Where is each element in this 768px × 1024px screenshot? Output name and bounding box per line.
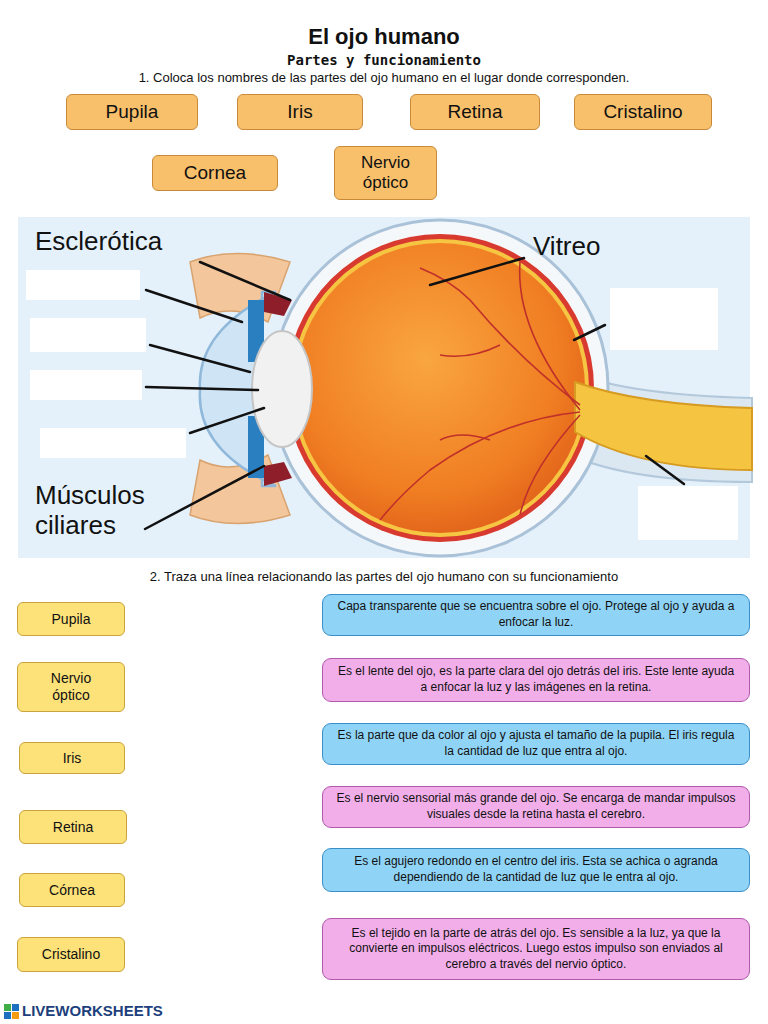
word-bank-box: Nervio óptico: [334, 146, 437, 200]
word-bank-box: Pupila: [66, 94, 198, 130]
brand-square: [4, 1004, 11, 1011]
box-text: Es el tejido en la parte de atrás del oj…: [333, 926, 739, 973]
box-text: Retina: [448, 101, 503, 124]
box-text: Es el agujero redondo en el centro del i…: [333, 854, 739, 885]
leader-line: [146, 387, 258, 390]
function-box: Capa transparente que se encuentra sobre…: [322, 594, 750, 636]
leader-line: [574, 325, 605, 340]
word-bank-box: Cornea: [152, 155, 278, 191]
answer-blank: [638, 486, 738, 540]
box-text: Iris: [287, 101, 312, 124]
instruction: 1. Coloca los nombres de las partes del …: [0, 70, 768, 86]
box-text: Es el nervio sensorial más grande del oj…: [333, 791, 739, 822]
part-label: Vitreo: [533, 231, 653, 262]
part-label: Músculos ciliares: [35, 481, 185, 541]
vessel: [520, 415, 580, 515]
worksheet-title: El ojo humano: [0, 24, 768, 50]
vessel: [520, 262, 580, 410]
brand-square: [4, 1012, 11, 1019]
vessel: [380, 412, 580, 520]
function-box: Es la parte que da color al ojo y ajusta…: [322, 723, 750, 765]
box-text: Nervio óptico: [346, 153, 426, 194]
sclera: [272, 220, 608, 556]
answer-blank: [610, 288, 718, 350]
watermark: LIVEWORKSHEETS: [22, 1002, 222, 1020]
box-text: Cristalino: [42, 946, 100, 963]
box-text: Iris: [63, 750, 82, 767]
leader-line: [200, 262, 290, 300]
box-text: Capa transparente que se encuentra sobre…: [333, 599, 739, 630]
part-name-box: Iris: [19, 742, 125, 774]
retina-layer: [291, 239, 589, 537]
vessel: [420, 268, 580, 405]
answer-blank: [40, 428, 186, 458]
vitreous-body: [295, 243, 585, 533]
part-name-box: Nervio óptico: [17, 662, 125, 712]
box-text: Pupila: [52, 611, 91, 628]
leader-line: [190, 408, 264, 433]
leader-line: [150, 345, 250, 372]
vessel: [440, 345, 500, 356]
leader-line: [146, 290, 242, 322]
box-text: Córnea: [49, 882, 95, 899]
part-name-box: Retina: [19, 810, 127, 844]
ciliary-body: [264, 462, 292, 486]
function-box: Es el tejido en la parte de atrás del oj…: [322, 918, 750, 980]
optic-nerve: [575, 382, 752, 470]
answer-blank: [30, 370, 142, 400]
vessel: [440, 435, 490, 440]
lens: [252, 331, 312, 447]
part-name-box: Pupila: [17, 602, 125, 636]
leader-line: [646, 456, 684, 484]
box-text: Es el lente del ojo, es la parte clara d…: [333, 664, 739, 695]
part-name-box: Córnea: [19, 873, 125, 907]
function-box: Es el agujero redondo en el centro del i…: [322, 848, 750, 892]
answer-blank: [26, 270, 140, 300]
subtitle: Partes y funcionamiento: [0, 52, 768, 69]
retinal-vessels: [380, 262, 580, 520]
leader-line: [430, 258, 524, 285]
choroid: [286, 234, 594, 542]
box-text: Cornea: [184, 162, 246, 185]
answer-blanks: [26, 270, 738, 540]
answer-blank: [30, 318, 146, 352]
leader-lines: [145, 258, 684, 529]
brand-icon: [4, 1004, 19, 1019]
leader-line: [145, 466, 264, 529]
word-bank-box: Retina: [410, 94, 540, 130]
instruction: 2. Traza una línea relacionando las part…: [0, 569, 768, 585]
word-bank-box: Cristalino: [574, 94, 712, 130]
box-text: Nervio óptico: [39, 670, 103, 704]
diagram-ground: [18, 217, 750, 558]
box-text: Retina: [53, 819, 93, 836]
box-text: Es la parte que da color al ojo y ajusta…: [333, 728, 739, 759]
brand-square: [12, 1004, 19, 1011]
brand-square: [12, 1012, 19, 1019]
box-text: Pupila: [106, 101, 159, 124]
function-box: Es el lente del ojo, es la parte clara d…: [322, 658, 750, 702]
part-name-box: Cristalino: [17, 937, 125, 972]
function-box: Es el nervio sensorial más grande del oj…: [322, 786, 750, 828]
part-label: Esclerótica: [35, 226, 235, 257]
word-bank-box: Iris: [237, 94, 363, 130]
box-text: Cristalino: [603, 101, 682, 124]
